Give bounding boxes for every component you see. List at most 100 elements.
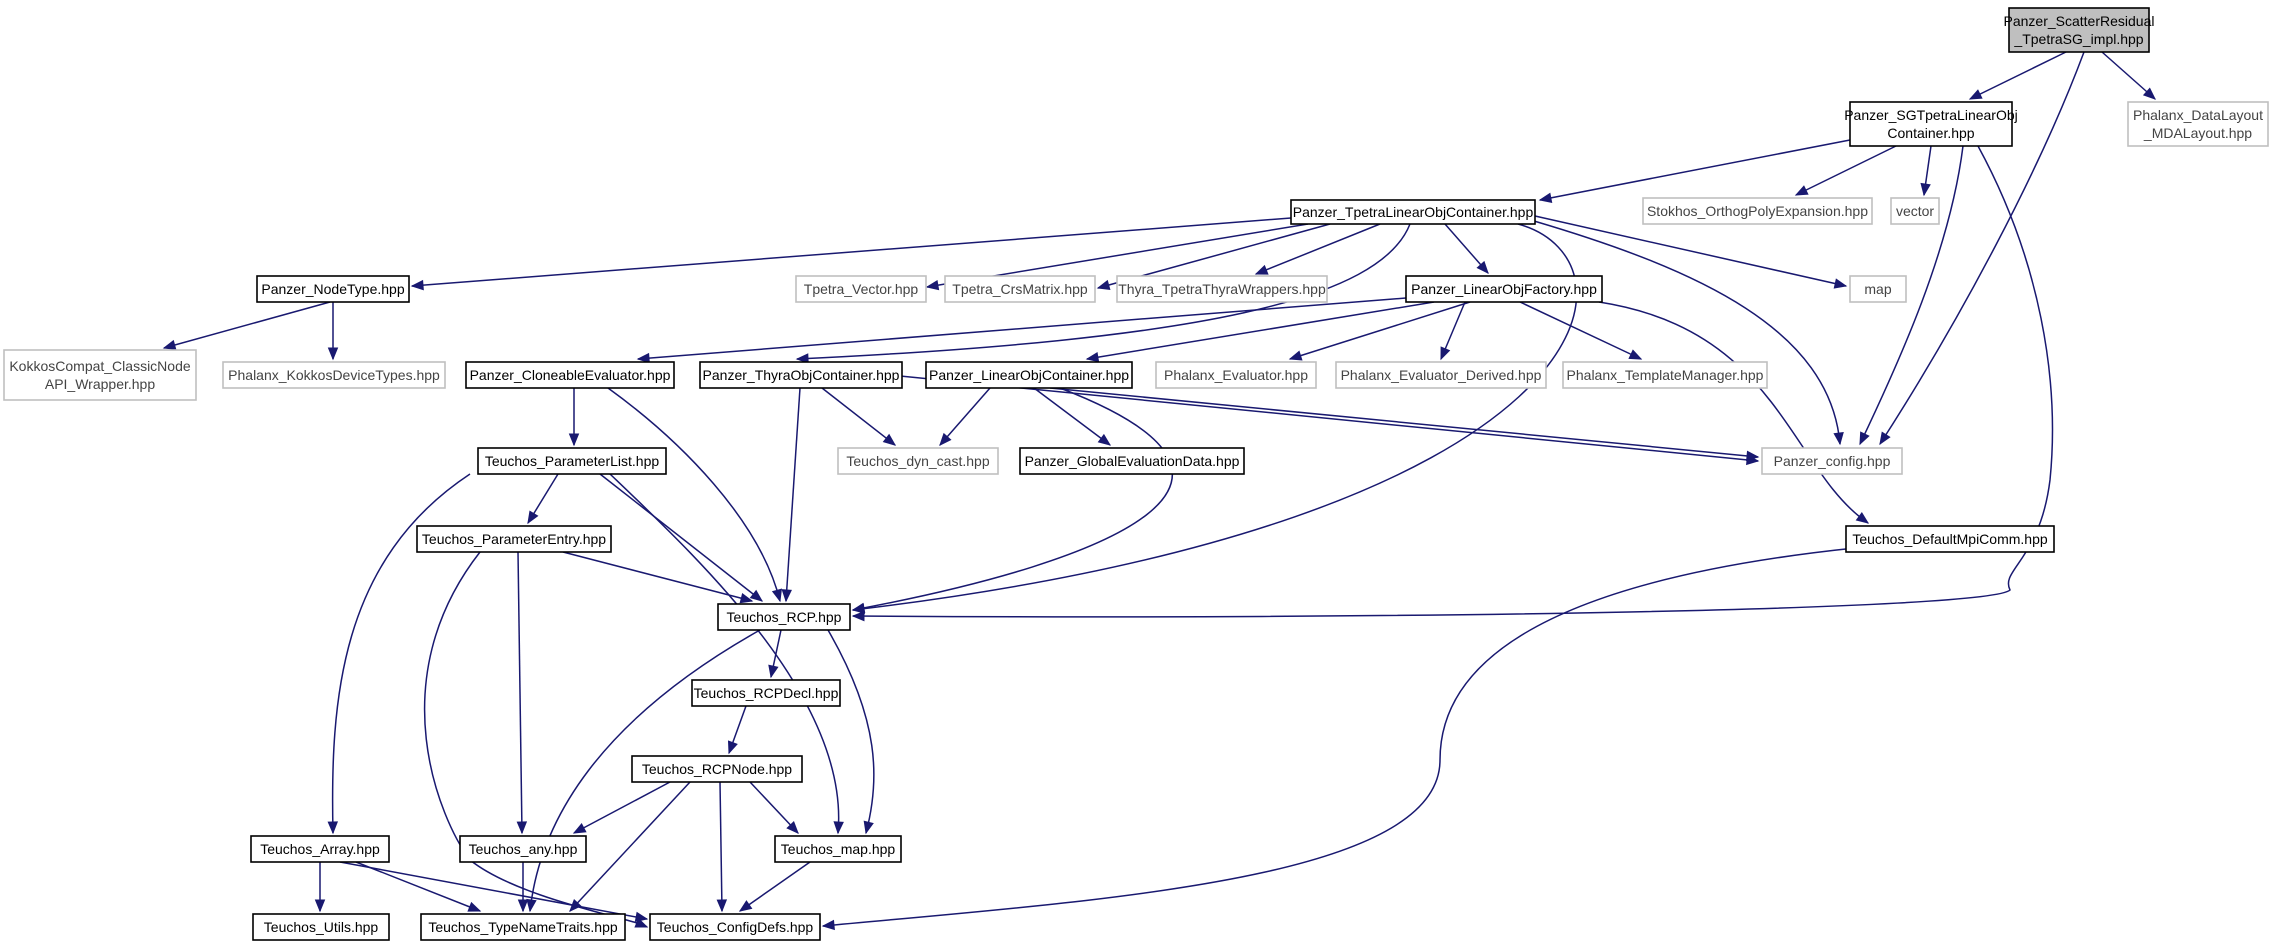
edge-line (1289, 301, 1471, 360)
edge-arrowhead (1879, 431, 1891, 446)
dependency-edge (768, 629, 782, 679)
edge-line (1086, 301, 1435, 360)
node-box (774, 835, 902, 863)
dependency-edge (562, 551, 754, 604)
node-label: Panzer_CloneableEvaluator.hpp (470, 367, 671, 383)
node-thyraobj[interactable]: Panzer_ThyraObjContainer.hpp (699, 361, 903, 389)
node-box (1116, 275, 1328, 303)
node-label: Phalanx_Evaluator_Derived.hpp (1341, 367, 1542, 383)
node-defaultmpi[interactable]: Teuchos_DefaultMpiComm.hpp (1845, 525, 2055, 553)
edge-line (821, 387, 896, 446)
node-any[interactable]: Teuchos_any.hpp (459, 835, 587, 863)
node-box (459, 835, 587, 863)
node-panzer-config: Panzer_config.hpp (1761, 447, 1903, 475)
dependency-edge (339, 861, 649, 923)
dependency-edge (1533, 220, 1844, 446)
edge-arrowhead (738, 900, 753, 912)
edge-line (517, 551, 523, 834)
node-tpetra-loc[interactable]: Panzer_TpetraLinearObjContainer.hpp (1290, 199, 1536, 225)
node-box (2127, 101, 2269, 147)
edge-arrowhead (1538, 192, 1553, 203)
dependency-edge (821, 387, 897, 446)
dependency-edge (1920, 145, 1932, 197)
dependency-edge (314, 862, 326, 913)
edge-arrowhead (1288, 350, 1303, 361)
edge-arrowhead (1859, 431, 1870, 446)
node-box (3, 349, 197, 401)
node-stokhos: Stokhos_OrthogPolyExpansion.hpp (1642, 197, 1873, 225)
edge-line (2101, 51, 2156, 100)
dependency-edge (527, 473, 559, 525)
dependency-edge (827, 629, 875, 835)
node-box (649, 913, 821, 941)
node-label: KokkosCompat_ClassicNode (9, 358, 191, 374)
edge-line (1255, 223, 1381, 275)
node-root[interactable]: Panzer_ScatterResidual_TpetraSG_impl.hpp (2004, 7, 2155, 53)
node-rcpnode[interactable]: Teuchos_RCPNode.hpp (631, 755, 803, 783)
node-paramlist[interactable]: Teuchos_ParameterList.hpp (477, 447, 667, 475)
node-box (1849, 101, 2013, 147)
node-linearobjcontainer[interactable]: Panzer_LinearObjContainer.hpp (925, 361, 1133, 389)
node-label: Teuchos_Array.hpp (260, 841, 380, 857)
node-typenametraits[interactable]: Teuchos_TypeNameTraits.hpp (420, 913, 626, 941)
node-label: Stokhos_OrthogPolyExpansion.hpp (1647, 203, 1868, 219)
node-box (1761, 447, 1903, 475)
dependency-edge (162, 301, 331, 350)
node-tmap[interactable]: Teuchos_map.hpp (774, 835, 902, 863)
edge-arrowhead (467, 901, 482, 912)
node-box (631, 755, 803, 783)
node-configdefs[interactable]: Teuchos_ConfigDefs.hpp (649, 913, 821, 941)
edge-line (1795, 145, 1897, 196)
node-label: Thyra_TpetraThyraWrappers.hpp (1118, 281, 1326, 297)
edge-arrowhead (1746, 450, 1760, 462)
node-label: Teuchos_ParameterList.hpp (485, 453, 660, 469)
edge-arrowhead (327, 821, 339, 835)
node-phalanx-datalayout: Phalanx_DataLayout_MDALayout.hpp (2127, 101, 2269, 147)
node-rcp[interactable]: Teuchos_RCP.hpp (717, 603, 851, 631)
dependency-edge (410, 217, 1292, 291)
dependency-edge (1288, 301, 1471, 361)
dependency-edge (516, 551, 528, 835)
node-label: Phalanx_KokkosDeviceTypes.hpp (228, 367, 440, 383)
edge-line (1533, 220, 1841, 445)
edge-line (796, 223, 1411, 360)
node-array[interactable]: Teuchos_Array.hpp (250, 835, 390, 863)
dependency-edge (1254, 223, 1381, 275)
node-label: Phalanx_TemplateManager.hpp (1567, 367, 1764, 383)
edge-arrowhead (527, 510, 539, 525)
node-label: Panzer_SGTpetraLinearObj (1844, 107, 2018, 123)
node-rcpdecl[interactable]: Teuchos_RCPDecl.hpp (691, 679, 841, 707)
node-utils[interactable]: Teuchos_Utils.hpp (252, 913, 390, 941)
node-nodetype[interactable]: Panzer_NodeType.hpp (256, 275, 410, 303)
node-globaleval[interactable]: Panzer_GlobalEvaluationData.hpp (1019, 447, 1245, 475)
node-phalanx-evaluator-derived: Phalanx_Evaluator_Derived.hpp (1335, 361, 1547, 389)
node-label: Teuchos_ConfigDefs.hpp (657, 919, 814, 935)
edge-arrowhead (410, 279, 424, 291)
node-label: vector (1896, 203, 1934, 219)
edge-arrowhead (1968, 89, 1983, 100)
edge-line (573, 781, 671, 834)
node-box (699, 361, 903, 389)
node-cloneable[interactable]: Panzer_CloneableEvaluator.hpp (465, 361, 675, 389)
node-tpetra-crs: Tpetra_CrsMatrix.hpp (944, 275, 1096, 303)
edge-arrowhead (327, 347, 339, 361)
edge-arrowhead (516, 821, 528, 835)
edge-line (1049, 387, 1759, 458)
edge-arrowhead (727, 740, 738, 755)
dependency-edge (1534, 215, 1848, 289)
edge-line (1969, 51, 2067, 100)
edge-line (1519, 301, 1642, 360)
edge-arrowhead (863, 820, 874, 835)
node-linearobjfactory[interactable]: Panzer_LinearObjFactory.hpp (1405, 275, 1603, 303)
edge-arrowhead (739, 593, 754, 604)
node-label: Phalanx_DataLayout (2133, 107, 2263, 123)
edge-arrowhead (636, 352, 650, 364)
node-paramentry[interactable]: Teuchos_ParameterEntry.hpp (416, 525, 612, 553)
node-vector: vector (1890, 197, 1940, 225)
edge-arrowhead (833, 821, 844, 835)
edge-line (939, 387, 991, 446)
node-label: Panzer_config.hpp (1774, 453, 1891, 469)
node-box (925, 361, 1133, 389)
